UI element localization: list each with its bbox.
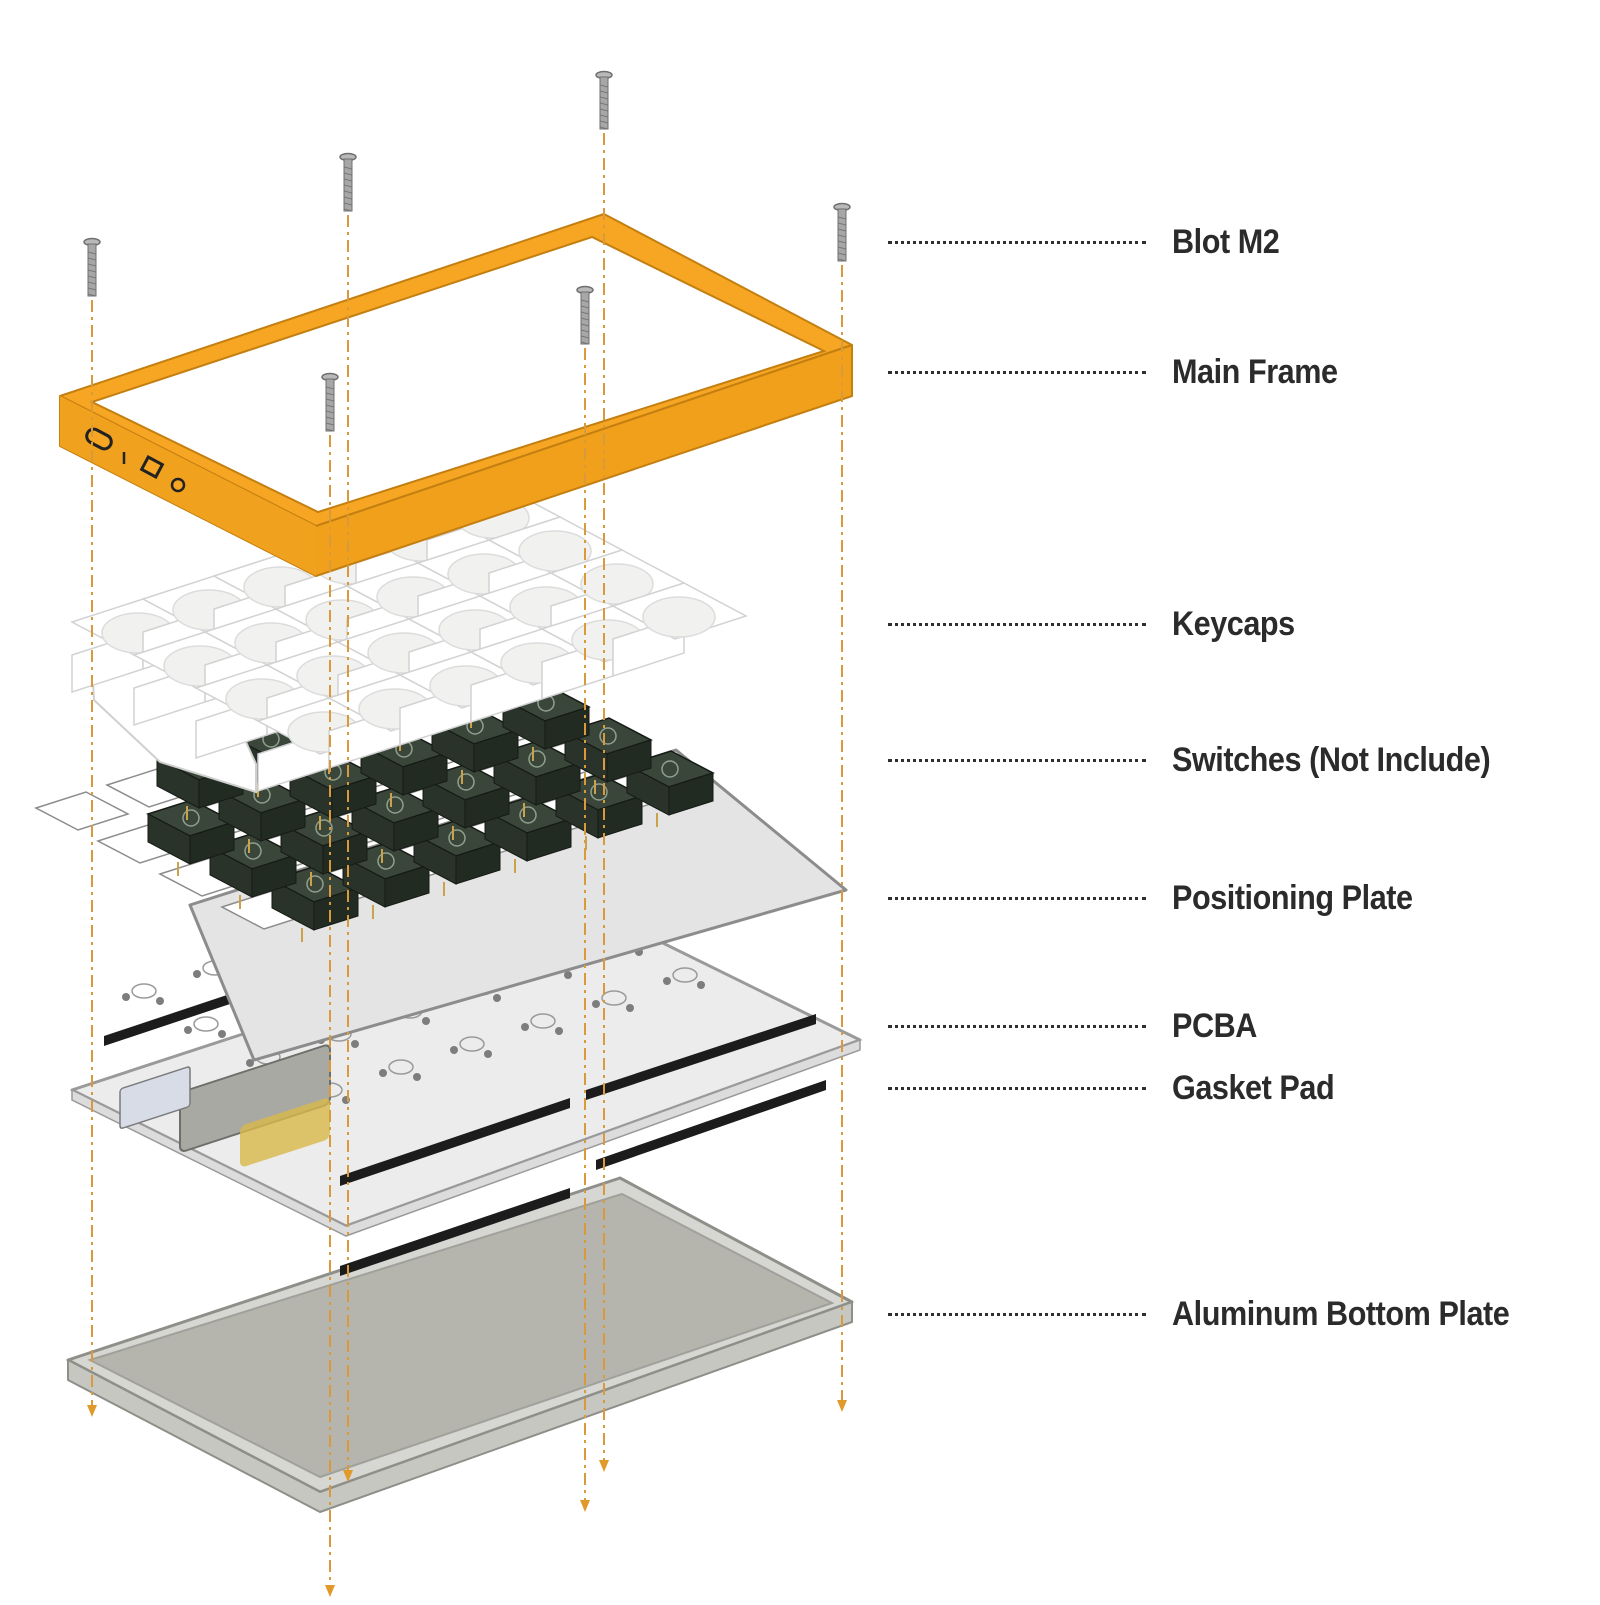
leader-line — [888, 896, 1146, 900]
switch-slot — [139, 455, 165, 479]
battery-tape — [240, 1098, 330, 1167]
label-row-main-frame: Main Frame — [888, 350, 1356, 394]
label-row-positioning-plate: Positioning Plate — [888, 876, 1439, 920]
arrow-down-icon — [343, 1470, 353, 1482]
leader-line — [888, 1312, 1146, 1316]
pcb-footprint — [193, 1016, 219, 1032]
leader-line — [888, 758, 1146, 762]
arrow-down-icon — [87, 1405, 97, 1417]
screw-icon — [595, 70, 613, 130]
plate-cutout — [34, 791, 130, 831]
label-row-switches: Switches (Not Include) — [888, 738, 1526, 782]
power-button — [170, 477, 186, 493]
leader-line — [888, 240, 1146, 244]
pcb-footprint — [131, 983, 157, 999]
pcb-footprint — [530, 1013, 556, 1029]
screw-icon — [339, 152, 357, 212]
label-pcba: PCBA — [1172, 1006, 1257, 1045]
controller-module — [119, 1066, 191, 1129]
label-row-bolt: Blot M2 — [888, 220, 1291, 264]
leader-line — [888, 622, 1146, 626]
pcb-footprint — [601, 990, 627, 1006]
label-main-frame: Main Frame — [1172, 352, 1338, 391]
pcb-footprint — [672, 967, 698, 983]
screw-icon — [321, 372, 339, 432]
arrow-down-icon — [580, 1500, 590, 1512]
screw-icon — [83, 237, 101, 297]
screw-icon — [833, 202, 851, 262]
label-row-bottom-plate: Aluminum Bottom Plate — [888, 1292, 1547, 1336]
arrow-down-icon — [325, 1585, 335, 1597]
label-bottom-plate: Aluminum Bottom Plate — [1172, 1294, 1510, 1333]
keycap — [549, 549, 686, 645]
arrow-down-icon — [599, 1460, 609, 1472]
pcb-footprint — [459, 1036, 485, 1052]
leader-line — [888, 1086, 1146, 1090]
switch — [430, 707, 520, 784]
screw-icon — [576, 285, 594, 345]
label-row-gasket-pad: Gasket Pad — [888, 1066, 1352, 1110]
label-positioning-plate: Positioning Plate — [1172, 878, 1413, 917]
switch — [146, 799, 236, 876]
gasket-pads-lower — [340, 1080, 826, 1276]
label-keycaps: Keycaps — [1172, 604, 1295, 643]
label-gasket-pad: Gasket Pad — [1172, 1068, 1335, 1107]
label-bolt: Blot M2 — [1172, 222, 1280, 261]
label-row-keycaps: Keycaps — [888, 602, 1308, 646]
label-row-pcba: PCBA — [888, 1004, 1266, 1048]
main-frame — [59, 213, 853, 577]
arrow-down-icon — [837, 1400, 847, 1412]
leader-line — [888, 1024, 1146, 1028]
assembly-guide-lines — [83, 70, 851, 1597]
label-switches: Switches (Not Include) — [1172, 740, 1491, 779]
keycap — [611, 582, 748, 678]
pcb-footprint — [388, 1059, 414, 1075]
leader-line — [888, 370, 1146, 374]
